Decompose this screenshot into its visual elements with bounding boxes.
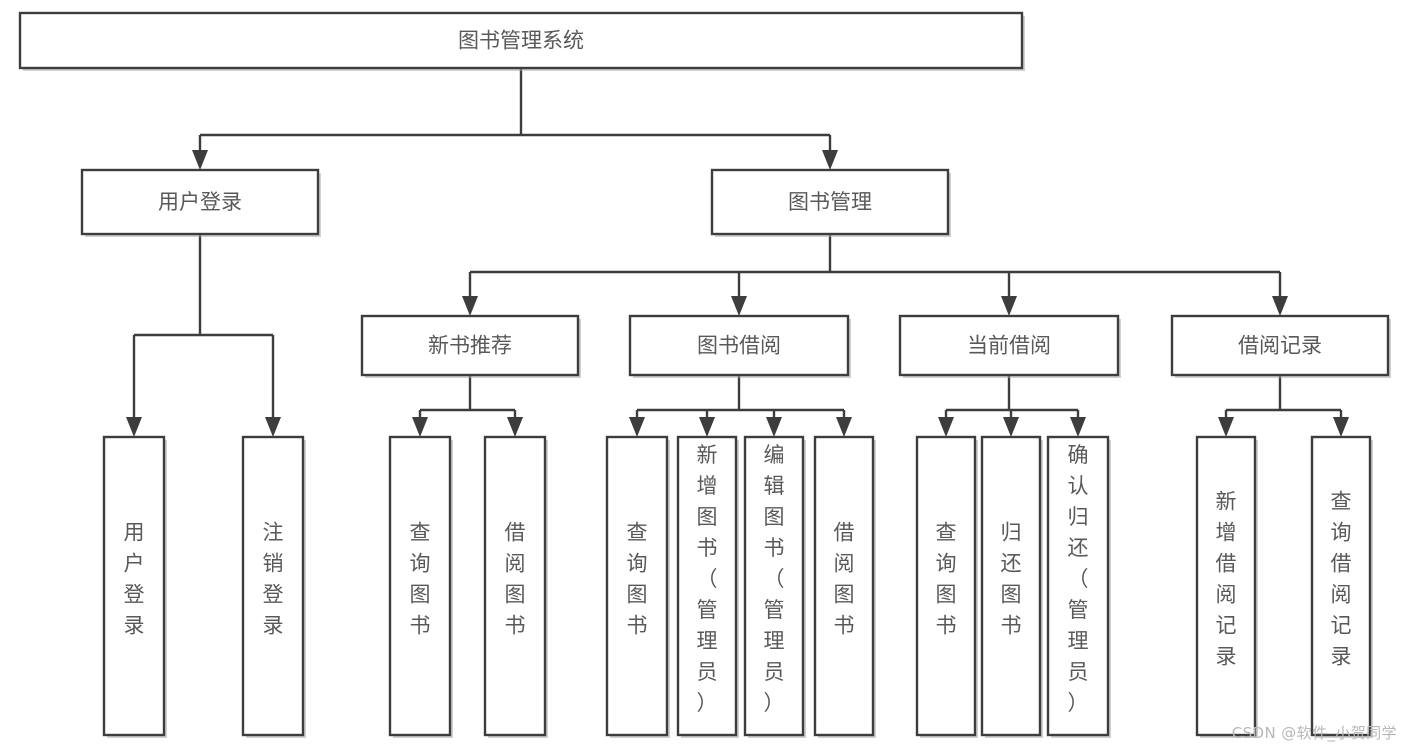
node-book-management[interactable]: 图书管理 [710, 168, 951, 237]
arrow-head-icon [1003, 417, 1019, 437]
node-label: 新增图书（管理员） [697, 443, 718, 715]
node-borrow-borrow-book[interactable]: 借阅图书 [813, 435, 876, 738]
node-label: 借阅图书 [834, 521, 855, 638]
node-borrow-edit-book[interactable]: 编辑图书（管理员） [743, 435, 806, 738]
arrow-head-icon [507, 417, 523, 437]
node-label: 图书管理系统 [458, 29, 584, 53]
node-user-login-leaf[interactable]: 用户登录 [102, 435, 167, 738]
arrow-head-icon [462, 296, 478, 316]
arrow-head-icon [629, 417, 645, 437]
arrow-head-icon [766, 417, 782, 437]
node-record-query[interactable]: 查询借阅记录 [1310, 435, 1373, 738]
connector-layer [126, 68, 1349, 437]
node-label: 新增借阅记录 [1216, 490, 1237, 669]
arrow-head-icon [126, 417, 142, 437]
arrow-head-icon [1333, 417, 1349, 437]
arrow-head-icon [1070, 417, 1086, 437]
node-root[interactable]: 图书管理系统 [18, 11, 1025, 71]
arrow-head-icon [731, 296, 747, 316]
node-book-borrow[interactable]: 图书借阅 [628, 314, 851, 378]
node-label: 当前借阅 [967, 334, 1051, 358]
arrow-head-icon [699, 417, 715, 437]
arrow-head-icon [1272, 296, 1288, 316]
node-label: 归还图书 [1001, 521, 1022, 638]
node-borrow-add-book[interactable]: 新增图书（管理员） [676, 435, 739, 738]
node-label: 图书借阅 [697, 334, 781, 358]
node-label: 查询图书 [936, 521, 957, 638]
node-label: 查询借阅记录 [1331, 490, 1352, 669]
arrow-head-icon [822, 150, 838, 170]
node-current-query-book[interactable]: 查询图书 [915, 435, 978, 738]
node-recommend-borrow-book[interactable]: 借阅图书 [483, 435, 548, 738]
arrow-head-icon [192, 150, 208, 170]
node-current-confirm-return[interactable]: 确认归还（管理员） [1046, 435, 1111, 738]
node-label: 用户登录 [158, 190, 242, 214]
node-label: 注销登录 [263, 521, 284, 638]
arrow-head-icon [836, 417, 852, 437]
node-label: 查询图书 [627, 521, 648, 638]
arrow-head-icon [1001, 296, 1017, 316]
watermark: CSDN @软件_小贺同学 [1231, 724, 1397, 742]
node-label: 借阅记录 [1238, 334, 1322, 358]
node-borrow-query-book[interactable]: 查询图书 [605, 435, 670, 738]
node-current-borrow[interactable]: 当前借阅 [898, 314, 1121, 378]
node-label: 借阅图书 [505, 521, 526, 638]
node-label: 新书推荐 [428, 334, 512, 358]
node-label: 查询图书 [410, 521, 431, 638]
node-user-logout-leaf[interactable]: 注销登录 [241, 435, 306, 738]
node-label: 用户登录 [124, 521, 145, 638]
node-user-login[interactable]: 用户登录 [80, 168, 321, 237]
node-record-add[interactable]: 新增借阅记录 [1195, 435, 1258, 738]
arrow-head-icon [1218, 417, 1234, 437]
arrow-head-icon [412, 417, 428, 437]
node-current-return-book[interactable]: 归还图书 [980, 435, 1043, 738]
arrow-head-icon [265, 417, 281, 437]
node-label: 图书管理 [788, 190, 872, 214]
node-recommend-query-book[interactable]: 查询图书 [388, 435, 453, 738]
node-borrow-record[interactable]: 借阅记录 [1170, 314, 1391, 378]
node-new-book-recommend[interactable]: 新书推荐 [360, 314, 581, 378]
node-label: 确认归还（管理员） [1068, 443, 1089, 715]
arrow-head-icon [938, 417, 954, 437]
node-label: 编辑图书（管理员） [764, 443, 785, 715]
node-layer: 图书管理系统用户登录图书管理用户登录注销登录新书推荐图书借阅当前借阅借阅记录查询… [18, 11, 1391, 738]
